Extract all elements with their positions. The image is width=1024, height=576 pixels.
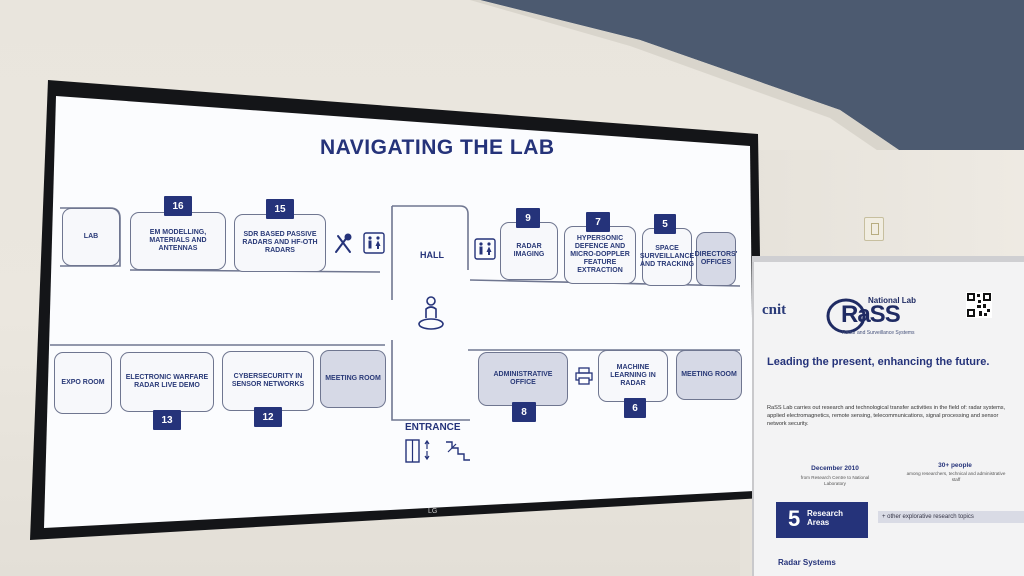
room-lab: LAB	[62, 208, 120, 266]
section-heading: Radar Systems	[778, 558, 836, 567]
rass-subtitle: Radar and Surveillance Systems	[842, 330, 915, 336]
room-label: SDR BASED PASSIVE RADARS AND HF-OTH RADA…	[242, 230, 318, 255]
poster-top-edge	[752, 256, 1024, 266]
tv-screen: NAVIGATING THE LAB LAB EM MODELLING, MAT…	[44, 96, 754, 528]
room-number-badge: 12	[254, 407, 282, 427]
room-label: RADAR IMAGING	[513, 242, 545, 258]
wall-switch	[864, 217, 884, 241]
room-label: SPACE SURVEILLANCE AND TRACKING	[639, 244, 695, 269]
room-administrative-office: ADMINISTRATIVE OFFICE	[478, 352, 568, 406]
room-number-badge: 9	[516, 208, 540, 228]
restroom-icon	[363, 232, 385, 254]
room-label: MEETING ROOM	[325, 374, 381, 382]
page-title: NAVIGATING THE LAB	[320, 136, 555, 159]
stat-people-caption: among researchers, technical and adminis…	[906, 471, 1006, 482]
room-label: HYPERSONIC DEFENCE AND MICRO-DOPPLER FEA…	[570, 234, 630, 275]
room-number-badge: 15	[266, 199, 294, 219]
poster-headline: Leading the present, enhancing the futur…	[767, 356, 990, 368]
restaurant-icon	[335, 233, 352, 253]
stat-people-value: 30+ people	[938, 462, 972, 469]
room-label: ADMINISTRATIVE OFFICE	[493, 370, 553, 386]
room-meeting-right: MEETING ROOM	[676, 350, 742, 400]
room-radar-imaging: RADAR IMAGING	[500, 222, 558, 280]
research-areas-box	[776, 502, 868, 538]
stat-founded-caption: from Research Centre to National Laborat…	[800, 475, 870, 486]
room-number-badge: 8	[512, 402, 536, 422]
room-number-badge: 7	[586, 212, 610, 232]
rass-logo-ring	[826, 298, 866, 334]
qr-code-icon	[966, 292, 992, 318]
research-areas-number: 5	[788, 506, 801, 531]
room-em-modelling: EM MODELLING, MATERIALS AND ANTENNAS	[130, 212, 226, 270]
room-number-badge: 6	[624, 398, 646, 418]
stairs-icon	[446, 441, 470, 461]
entrance-label: ENTRANCE	[405, 422, 461, 433]
rass-name: RaSS	[841, 301, 901, 328]
room-label: EM MODELLING, MATERIALS AND ANTENNAS	[149, 228, 207, 253]
tv-brand-logo: LG	[428, 508, 438, 515]
room-label: LAB	[83, 232, 99, 240]
cnit-logo: cnit	[762, 302, 787, 318]
room-expo: EXPO ROOM	[54, 352, 112, 414]
room-directors-offices: DIRECTORS' OFFICES	[694, 232, 738, 286]
room-hypersonic-defence: HYPERSONIC DEFENCE AND MICRO-DOPPLER FEA…	[564, 226, 636, 284]
hall-label: HALL	[420, 250, 444, 260]
restroom-icon	[474, 238, 496, 260]
research-areas-label-1: Research	[807, 509, 844, 518]
room-space-surveillance: SPACE SURVEILLANCE AND TRACKING	[639, 228, 695, 286]
room-cybersecurity: CYBERSECURITY IN SENSOR NETWORKS	[222, 351, 314, 411]
room-number-badge: 13	[153, 410, 181, 430]
research-areas-label-2: Areas	[807, 517, 830, 527]
elevator-icon	[405, 439, 430, 463]
poster-description: RaSS Lab carries out research and techno…	[767, 405, 1006, 428]
room-label: MACHINE LEARNING IN RADAR	[610, 363, 656, 388]
room-label: EXPO ROOM	[61, 378, 105, 386]
room-label: CYBERSECURITY IN SENSOR NETWORKS	[231, 372, 305, 388]
room-meeting-left: MEETING ROOM	[320, 350, 386, 408]
stat-founded-value: December 2010	[811, 465, 859, 472]
person-here-icon	[418, 296, 444, 330]
room-electronic-warfare: ELECTRONIC WARFARE RADAR LIVE DEMO	[120, 352, 214, 412]
room-label: MEETING ROOM	[681, 370, 737, 378]
rass-prefix: National Lab	[868, 296, 917, 305]
printer-icon	[575, 367, 593, 385]
room-label: ELECTRONIC WARFARE RADAR LIVE DEMO	[125, 373, 209, 389]
room-number-badge: 16	[164, 196, 192, 216]
other-topics-bar: + other explorative research topics	[878, 511, 1024, 523]
room-number-badge: 5	[654, 214, 676, 234]
room-sdr-passive-radars: SDR BASED PASSIVE RADARS AND HF-OTH RADA…	[234, 214, 326, 272]
room-machine-learning: MACHINE LEARNING IN RADAR	[598, 350, 668, 402]
room-label: DIRECTORS' OFFICES	[694, 250, 738, 266]
